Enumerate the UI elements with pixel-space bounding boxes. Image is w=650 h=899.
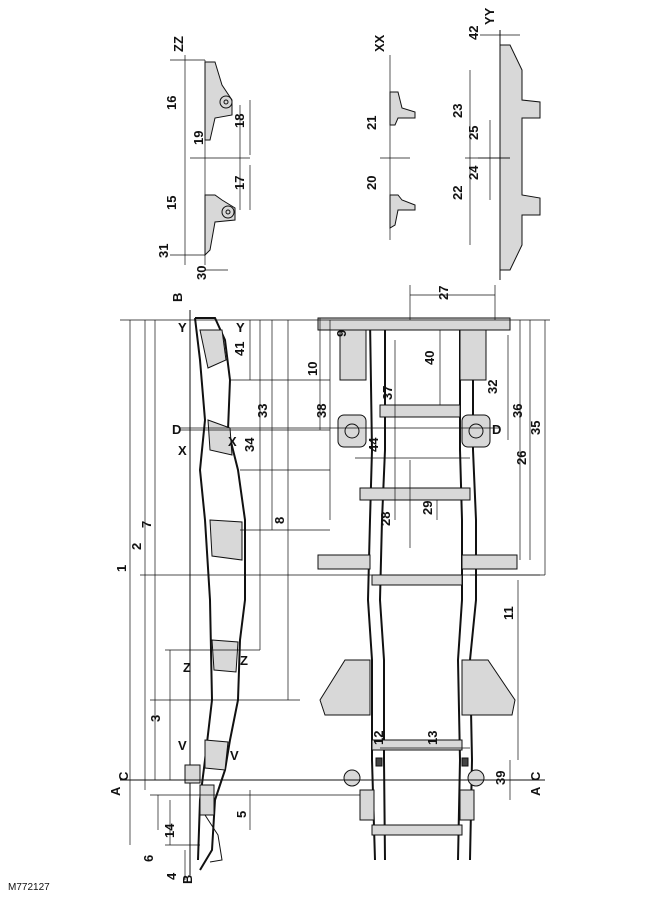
section-mark-x-left: X bbox=[178, 443, 187, 458]
dim-label-19: 19 bbox=[191, 131, 206, 145]
dim-label-5: 5 bbox=[234, 811, 249, 818]
section-mark-d-left: D bbox=[172, 422, 181, 437]
dim-label-17: 17 bbox=[232, 176, 247, 190]
section-mark-b-bottom: B bbox=[180, 875, 195, 884]
dim-label-13: 13 bbox=[425, 731, 440, 745]
section-yy-view bbox=[465, 30, 541, 280]
dim-label-4: 4 bbox=[164, 872, 179, 880]
plan-view bbox=[120, 285, 550, 861]
section-mark-xx: XX bbox=[372, 34, 387, 52]
drawing-reference: M772127 bbox=[8, 882, 50, 893]
dim-label-8: 8 bbox=[272, 517, 287, 524]
section-mark-v-left: V bbox=[178, 738, 187, 753]
dim-label-7: 7 bbox=[139, 521, 154, 528]
dim-label-2: 2 bbox=[129, 543, 144, 550]
dim-label-15: 15 bbox=[164, 196, 179, 210]
section-mark-x-right: X bbox=[228, 434, 237, 449]
dim-label-44: 44 bbox=[366, 437, 381, 452]
dim-label-39: 39 bbox=[493, 771, 508, 785]
dim-label-25: 25 bbox=[466, 126, 481, 140]
section-mark-b-top: B bbox=[170, 293, 185, 302]
dim-label-38: 38 bbox=[314, 404, 329, 418]
section-mark-y-right: Y bbox=[236, 320, 245, 335]
section-mark-v-right: V bbox=[230, 748, 239, 763]
dim-label-14: 14 bbox=[162, 823, 177, 838]
dim-label-42: 42 bbox=[466, 26, 481, 40]
dim-label-20: 20 bbox=[364, 176, 379, 190]
dim-label-26: 26 bbox=[514, 451, 529, 465]
dim-label-29: 29 bbox=[420, 501, 435, 515]
dim-label-37: 37 bbox=[380, 386, 395, 400]
dim-label-9: 9 bbox=[334, 330, 349, 337]
section-mark-zz: ZZ bbox=[171, 36, 186, 52]
dim-label-22: 22 bbox=[450, 186, 465, 200]
dim-label-40: 40 bbox=[422, 351, 437, 365]
dim-label-30: 30 bbox=[194, 266, 209, 280]
section-mark-d-right: D bbox=[492, 422, 501, 437]
dim-label-24: 24 bbox=[466, 165, 481, 180]
dim-label-32: 32 bbox=[485, 380, 500, 394]
dim-label-21: 21 bbox=[364, 116, 379, 130]
dim-label-23: 23 bbox=[450, 104, 465, 118]
dim-label-12: 12 bbox=[371, 731, 386, 745]
section-mark-z-right: Z bbox=[240, 653, 248, 668]
section-zz-view bbox=[170, 55, 251, 271]
dim-label-6: 6 bbox=[141, 855, 156, 862]
dim-label-1: 1 bbox=[114, 565, 129, 572]
dim-label-31: 31 bbox=[156, 244, 171, 258]
side-elevation-view bbox=[120, 310, 540, 880]
dim-label-34: 34 bbox=[242, 437, 257, 452]
dim-label-11: 11 bbox=[501, 606, 516, 620]
dim-label-41: 41 bbox=[232, 342, 247, 356]
section-mark-yy: YY bbox=[482, 7, 497, 25]
section-mark-a-left: A bbox=[108, 786, 123, 796]
dim-label-16: 16 bbox=[164, 96, 179, 110]
dim-label-3: 3 bbox=[148, 715, 163, 722]
section-mark-c-left: C bbox=[116, 771, 131, 781]
section-mark-y-left: Y bbox=[178, 320, 187, 335]
section-mark-a-right: A bbox=[528, 786, 543, 796]
dim-label-18: 18 bbox=[232, 114, 247, 128]
section-mark-c-right: C bbox=[528, 771, 543, 781]
dim-label-33: 33 bbox=[255, 404, 270, 418]
dim-label-10: 10 bbox=[305, 362, 320, 376]
dim-label-28: 28 bbox=[378, 512, 393, 526]
dim-label-36: 36 bbox=[510, 404, 525, 418]
section-xx-view bbox=[380, 55, 416, 240]
dim-label-35: 35 bbox=[528, 421, 543, 435]
section-mark-z-left: Z bbox=[183, 660, 191, 675]
dim-label-27: 27 bbox=[436, 286, 451, 300]
